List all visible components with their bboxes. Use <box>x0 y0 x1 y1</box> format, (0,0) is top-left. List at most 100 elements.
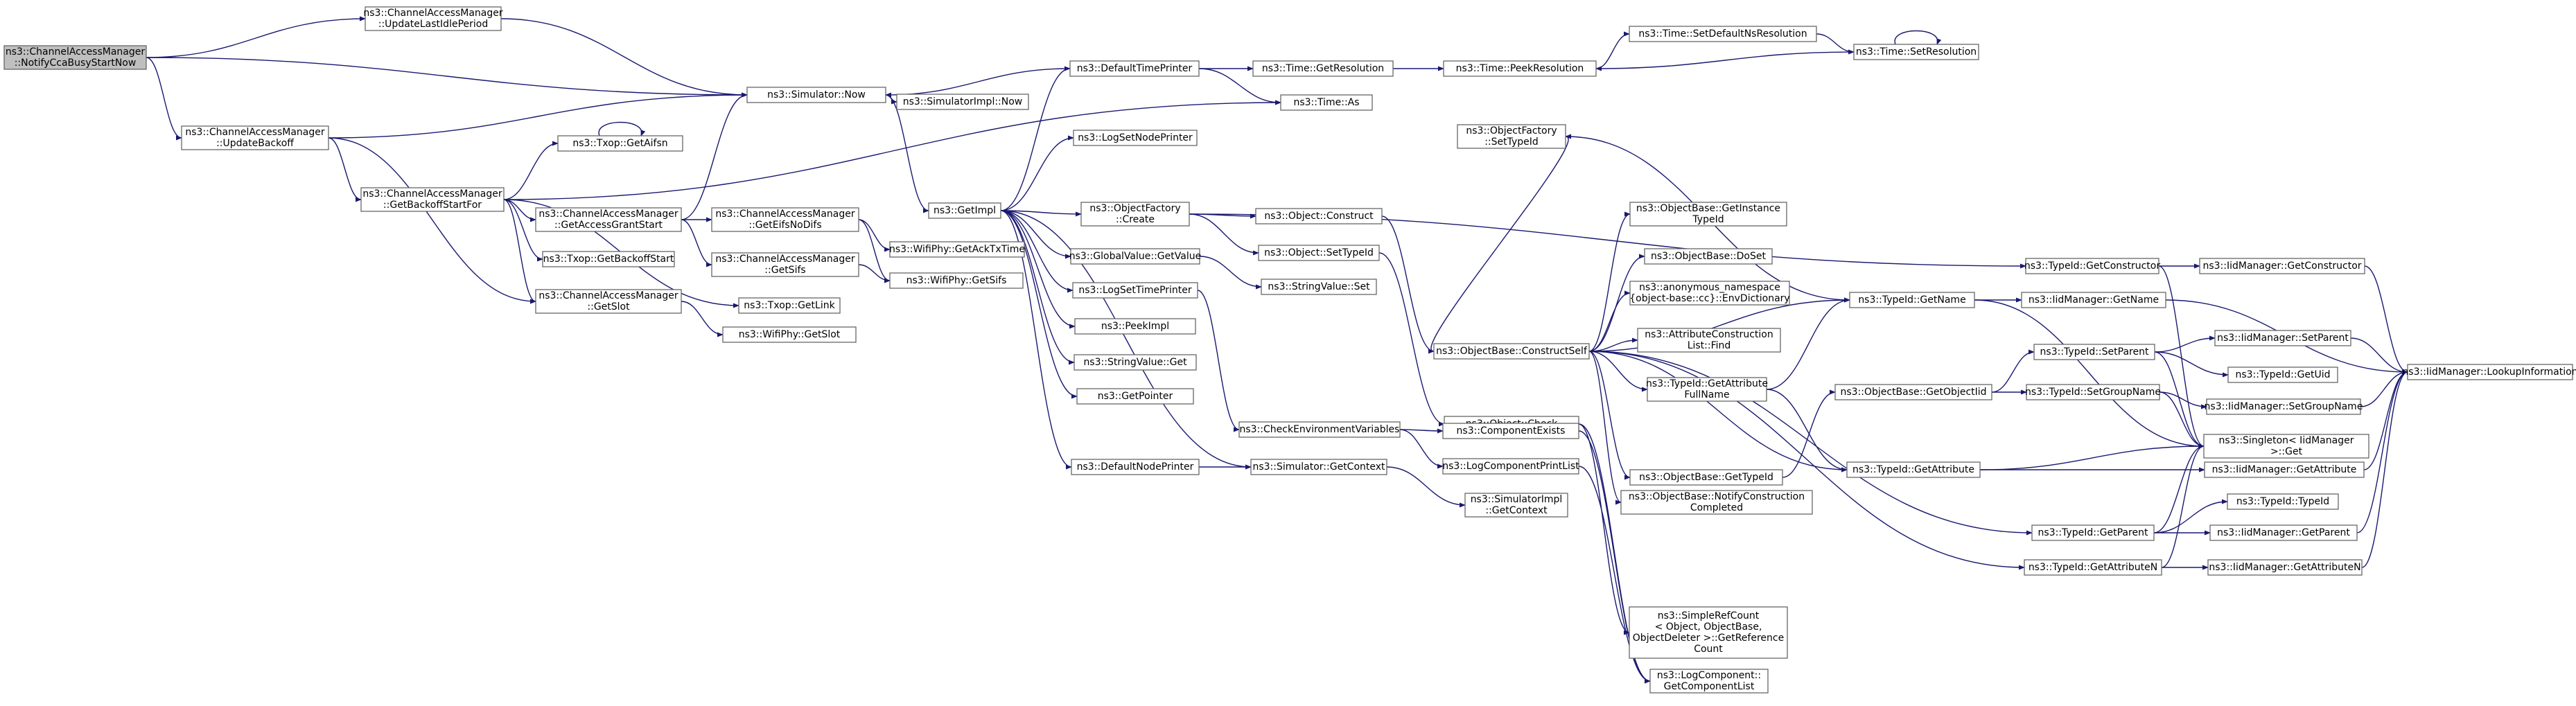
node-ns3-channelaccessmanager-getaccessgrantstart[interactable]: ns3::ChannelAccessManager::GetAccessGran… <box>535 207 682 232</box>
node-box[interactable] <box>365 6 502 31</box>
node-box[interactable] <box>889 272 1024 289</box>
node-box[interactable] <box>1644 248 1773 265</box>
node-box[interactable] <box>557 135 683 152</box>
node-box[interactable] <box>746 87 886 103</box>
node-box[interactable] <box>1464 493 1568 518</box>
node-box[interactable] <box>1649 669 1769 694</box>
node-box[interactable] <box>2204 461 2365 478</box>
node-box[interactable] <box>2024 559 2162 576</box>
node-ns3-iidmanager-getname[interactable]: ns3::IidManager::GetName <box>2021 292 2166 308</box>
node-box[interactable] <box>1457 124 1566 149</box>
node-ns3-componentexists[interactable]: ns3::ComponentExists <box>1442 423 1579 439</box>
node-ns3-channelaccessmanager-updatelastidleperiod[interactable]: ns3::ChannelAccessManager::UpdateLastIdl… <box>363 6 503 31</box>
node-box[interactable] <box>2206 398 2361 415</box>
node-box[interactable] <box>1252 60 1394 77</box>
node-ns3-defaultnodeprinter[interactable]: ns3::DefaultNodePrinter <box>1071 459 1200 475</box>
node-ns3-time-getresolution[interactable]: ns3::Time::GetResolution <box>1252 60 1394 77</box>
node-ns3-channelaccessmanager-updatebackoff[interactable]: ns3::ChannelAccessManager::UpdateBackoff <box>181 125 329 150</box>
node-ns3-logsetnodeprinter[interactable]: ns3::LogSetNodePrinter <box>1073 130 1198 146</box>
node-box[interactable] <box>2227 367 2338 383</box>
node-ns3-channelaccessmanager-getslot[interactable]: ns3::ChannelAccessManager::GetSlot <box>535 289 682 314</box>
node-ns3-iidmanager-getparent[interactable]: ns3::IidManager::GetParent <box>2209 524 2358 541</box>
node-ns3-wifiphy-getslot[interactable]: ns3::WifiPhy::GetSlot <box>722 326 857 343</box>
node-ns3-objectfactory-settypeid[interactable]: ns3::ObjectFactory::SetTypeId <box>1457 124 1566 149</box>
node-box[interactable] <box>711 207 859 232</box>
node-box[interactable] <box>2025 258 2159 274</box>
node-ns3-objectbase-getobjectiid[interactable]: ns3::ObjectBase::GetObjectIid <box>1834 384 1992 400</box>
node-box[interactable] <box>1647 377 1767 402</box>
node-box[interactable] <box>1629 26 1817 42</box>
node-ns3-typeid-getuid[interactable]: ns3::TypeId::GetUid <box>2227 367 2338 383</box>
node-ns3-simulator-getcontext[interactable]: ns3::Simulator::GetContext <box>1250 459 1387 475</box>
node-ns3-channelaccessmanager-notifyccabusystartnow[interactable]: ns3::ChannelAccessManager::NotifyCcaBusy… <box>3 45 147 70</box>
node-ns3-wifiphy-getsifs[interactable]: ns3::WifiPhy::GetSifs <box>889 272 1024 289</box>
node-ns3-txop-getlink[interactable]: ns3::Txop::GetLink <box>738 297 841 314</box>
node-ns3-typeid-getname[interactable]: ns3::TypeId::GetName <box>1849 292 1975 308</box>
node-box[interactable] <box>2227 493 2339 510</box>
node-ns3-simulator-now[interactable]: ns3::Simulator::Now <box>746 87 886 103</box>
node-ns3-logcomponentprintlist[interactable]: ns3::LogComponentPrintList <box>1442 458 1579 475</box>
node-ns3-iidmanager-getattribute[interactable]: ns3::IidManager::GetAttribute <box>2204 461 2365 478</box>
node-ns3-channelaccessmanager-getsifs[interactable]: ns3::ChannelAccessManager::GetSifs <box>711 252 859 277</box>
node-box[interactable] <box>2021 292 2166 308</box>
node-ns3-typeid-setparent[interactable]: ns3::TypeId::SetParent <box>2033 344 2155 360</box>
node-box[interactable] <box>1071 459 1200 475</box>
node-box[interactable] <box>1629 281 1790 306</box>
node-ns3-object-construct[interactable]: ns3::Object::Construct <box>1255 208 1383 224</box>
node-ns3-iidmanager-setgroupname[interactable]: ns3::IidManager::SetGroupName <box>2205 398 2363 415</box>
node-box[interactable] <box>1433 343 1590 360</box>
node-box[interactable] <box>535 207 682 232</box>
node-box[interactable] <box>1442 423 1579 439</box>
node-box[interactable] <box>181 125 329 150</box>
node-box[interactable] <box>1069 60 1200 77</box>
node-ns3-peekimpl[interactable]: ns3::PeekImpl <box>1074 318 1196 335</box>
node-box[interactable] <box>1074 318 1196 335</box>
node-box[interactable] <box>1073 130 1198 146</box>
node-box[interactable] <box>1442 458 1579 475</box>
node-ns3-globalvalue-getvalue[interactable]: ns3::GlobalValue::GetValue <box>1069 248 1201 265</box>
node-ns3-singleton-iidmanager-get[interactable]: ns3::Singleton< IidManager>::Get <box>2203 434 2369 459</box>
node-box[interactable] <box>1280 94 1373 111</box>
node-box[interactable] <box>1629 469 1783 486</box>
node-ns3-time-as[interactable]: ns3::Time::As <box>1280 94 1373 111</box>
node-ns3-typeid-getconstructor[interactable]: ns3::TypeId::GetConstructor <box>2024 258 2160 274</box>
node-ns3-logcomponent-getcomponentlist[interactable]: ns3::LogComponent::GetComponentList <box>1649 669 1769 694</box>
node-ns3-iidmanager-setparent[interactable]: ns3::IidManager::SetParent <box>2214 330 2351 346</box>
node-box[interactable] <box>928 202 1001 219</box>
node-box[interactable] <box>1620 490 1813 515</box>
node-ns3-object-settypeid[interactable]: ns3::Object::SetTypeId <box>1258 245 1380 261</box>
node-box[interactable] <box>3 45 147 70</box>
node-ns3-txop-getaifsn[interactable]: ns3::Txop::GetAifsn <box>557 135 683 152</box>
node-ns3-wifiphy-getacktxtime[interactable]: ns3::WifiPhy::GetAckTxTime <box>889 241 1025 258</box>
node-ns3-time-setresolution[interactable]: ns3::Time::SetResolution <box>1853 44 1979 60</box>
node-box[interactable] <box>1629 202 1787 227</box>
node-ns3-typeid-typeid[interactable]: ns3::TypeId::TypeId <box>2227 493 2339 510</box>
node-box[interactable] <box>2214 330 2351 346</box>
node-box[interactable] <box>1629 606 1788 659</box>
node-ns3-time-peekresolution[interactable]: ns3::Time::PeekResolution <box>1443 60 1597 77</box>
node-box[interactable] <box>542 251 675 267</box>
node-box[interactable] <box>2199 258 2365 274</box>
node-ns3-stringvalue-get[interactable]: ns3::StringValue::Get <box>1074 354 1197 371</box>
node-ns3-getimpl[interactable]: ns3::GetImpl <box>928 202 1001 219</box>
node-box[interactable] <box>1072 282 1198 299</box>
node-box[interactable] <box>1250 459 1387 475</box>
node-ns3-checkenvironmentvariables[interactable]: ns3::CheckEnvironmentVariables <box>1238 421 1401 438</box>
node-ns3-iidmanager-getconstructor[interactable]: ns3::IidManager::GetConstructor <box>2199 258 2365 274</box>
node-box[interactable] <box>1846 461 1981 478</box>
node-ns3-anonymous-namespace-object-base-cc-envdictionary[interactable]: ns3::anonymous_namespace{object-base::cc… <box>1629 281 1790 306</box>
node-box[interactable] <box>1849 292 1975 308</box>
node-ns3-simulatorimpl-getcontext[interactable]: ns3::SimulatorImpl::GetContext <box>1464 493 1568 518</box>
node-box[interactable] <box>1074 354 1197 371</box>
node-ns3-objectfactory-create[interactable]: ns3::ObjectFactory::Create <box>1080 202 1190 227</box>
node-ns3-getpointer[interactable]: ns3::GetPointer <box>1076 388 1194 405</box>
node-ns3-logsettimeprinter[interactable]: ns3::LogSetTimePrinter <box>1072 282 1198 299</box>
node-box[interactable] <box>1255 208 1383 224</box>
node-box[interactable] <box>2407 364 2573 380</box>
node-ns3-typeid-getparent[interactable]: ns3::TypeId::GetParent <box>2031 524 2155 541</box>
node-box[interactable] <box>1076 388 1194 405</box>
node-ns3-objectbase-notifyconstruction-completed[interactable]: ns3::ObjectBase::NotifyConstructionCompl… <box>1620 490 1813 515</box>
